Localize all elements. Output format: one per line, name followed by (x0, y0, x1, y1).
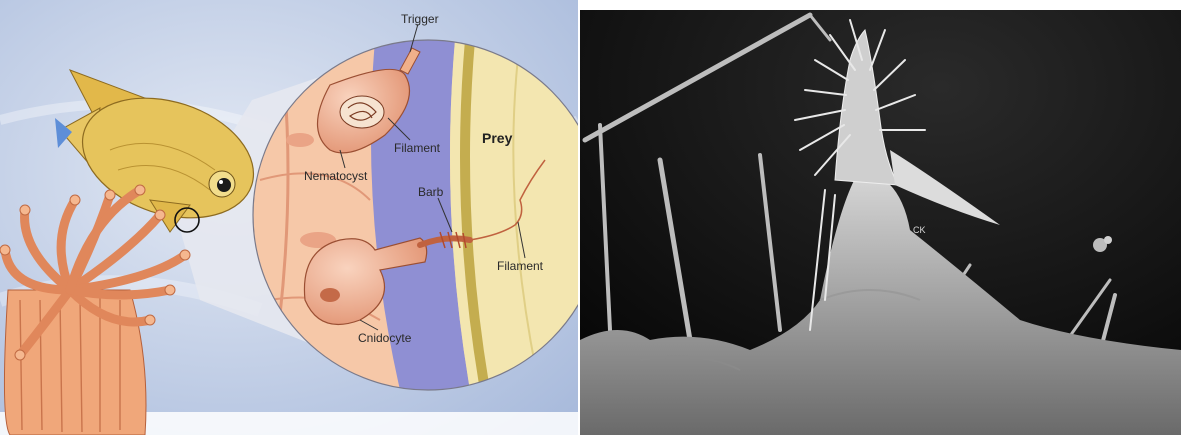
label-filament-lower: Filament (497, 259, 544, 273)
label-filament-upper: Filament (394, 141, 441, 155)
label-cnidocyte: Cnidocyte (358, 331, 412, 345)
micrograph-label: CK (913, 225, 926, 235)
sem-micrograph: CK (580, 0, 1181, 435)
label-prey: Prey (482, 130, 513, 146)
label-barb: Barb (418, 185, 444, 199)
label-nematocyst: Nematocyst (304, 169, 368, 183)
label-trigger: Trigger (401, 12, 439, 26)
micrograph-panel: CK (580, 0, 1181, 435)
nematocyst-diagram: Trigger Filament Nematocyst Prey Barb Fi… (0, 0, 578, 435)
illustration-panel: Trigger Filament Nematocyst Prey Barb Fi… (0, 0, 578, 435)
